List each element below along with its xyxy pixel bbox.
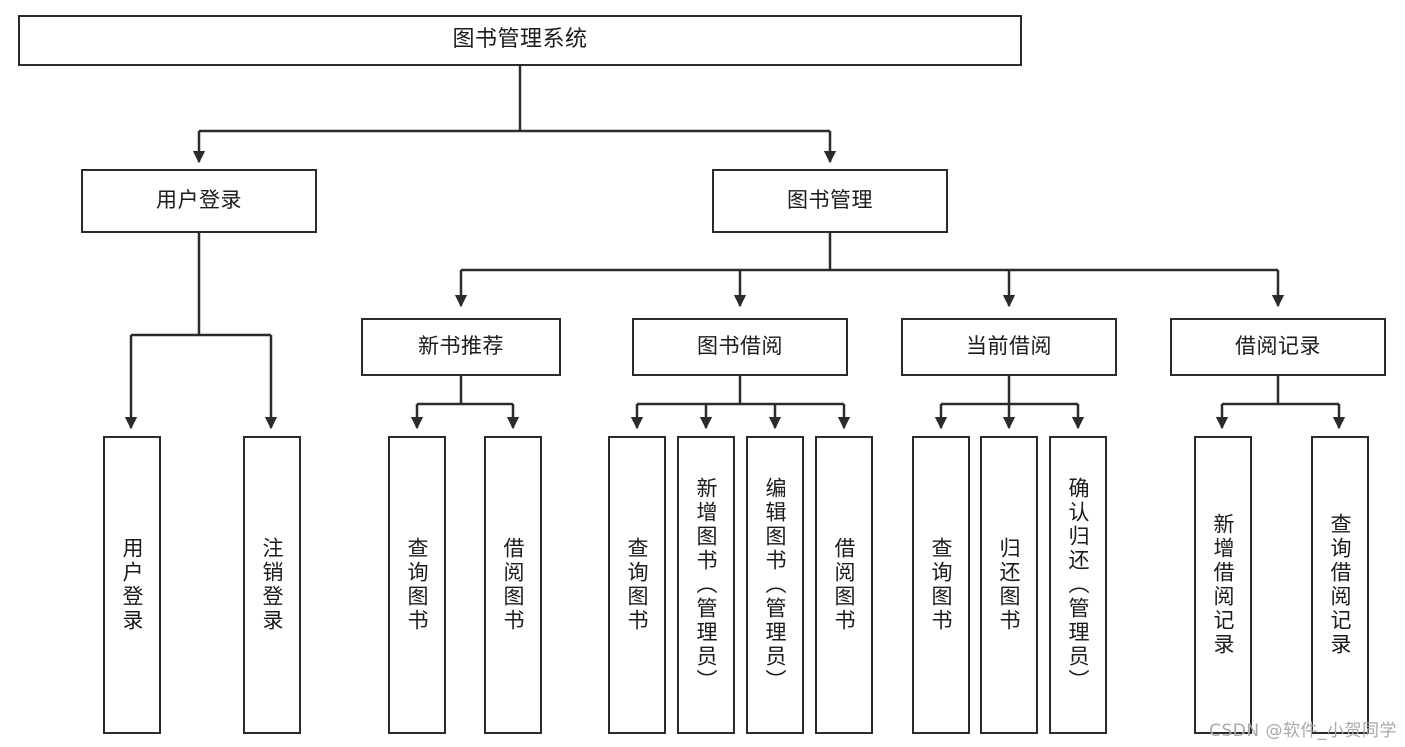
leaf-book-borrow-borrow[interactable]: 借阅图书 [815, 436, 873, 734]
leaf-current-borrow-query[interactable]: 查询图书 [912, 436, 970, 734]
node-label: 图书借阅 [697, 334, 783, 359]
leaf-book-borrow-edit[interactable]: 编辑图书（管理员） [746, 436, 804, 734]
watermark: CSDN @软件_小贺同学 [1209, 721, 1397, 741]
node-label: 注销登录 [260, 537, 285, 633]
node-label: 借阅图书 [501, 537, 526, 633]
leaf-book-borrow-query[interactable]: 查询图书 [608, 436, 666, 734]
node-label: 借阅记录 [1235, 334, 1321, 359]
node-label: 图书管理 [787, 188, 873, 213]
node-book-management[interactable]: 图书管理 [712, 169, 948, 233]
leaf-user-login-login[interactable]: 用户登录 [103, 436, 161, 734]
node-label: 查询图书 [929, 537, 954, 633]
leaf-new-book-borrow[interactable]: 借阅图书 [484, 436, 542, 734]
leaf-borrow-record-query[interactable]: 查询借阅记录 [1311, 436, 1369, 734]
node-label: 归还图书 [997, 537, 1022, 633]
node-label: 新增借阅记录 [1211, 513, 1236, 657]
node-label: 借阅图书 [832, 537, 857, 633]
node-user-login[interactable]: 用户登录 [81, 169, 317, 233]
node-label: 新书推荐 [418, 334, 504, 359]
node-label: 新增图书（管理员） [694, 477, 719, 693]
leaf-borrow-record-add[interactable]: 新增借阅记录 [1194, 436, 1252, 734]
node-label: 用户登录 [156, 188, 242, 213]
node-label: 查询图书 [405, 537, 430, 633]
node-book-borrow[interactable]: 图书借阅 [632, 318, 848, 376]
node-label: 查询图书 [625, 537, 650, 633]
leaf-current-borrow-return[interactable]: 归还图书 [980, 436, 1038, 734]
node-label: 确认归还（管理员） [1066, 477, 1091, 693]
node-label: 查询借阅记录 [1328, 513, 1353, 657]
node-root-system[interactable]: 图书管理系统 [18, 15, 1022, 66]
leaf-user-login-logout[interactable]: 注销登录 [243, 436, 301, 734]
node-current-borrow[interactable]: 当前借阅 [901, 318, 1117, 376]
node-label: 当前借阅 [966, 334, 1052, 359]
node-new-book-recommend[interactable]: 新书推荐 [361, 318, 561, 376]
leaf-new-book-query[interactable]: 查询图书 [388, 436, 446, 734]
leaf-current-borrow-confirm-return[interactable]: 确认归还（管理员） [1049, 436, 1107, 734]
leaf-book-borrow-add[interactable]: 新增图书（管理员） [677, 436, 735, 734]
node-label: 编辑图书（管理员） [763, 477, 788, 693]
node-borrow-record[interactable]: 借阅记录 [1170, 318, 1386, 376]
node-label: 用户登录 [120, 537, 145, 633]
node-label: 图书管理系统 [452, 27, 588, 53]
